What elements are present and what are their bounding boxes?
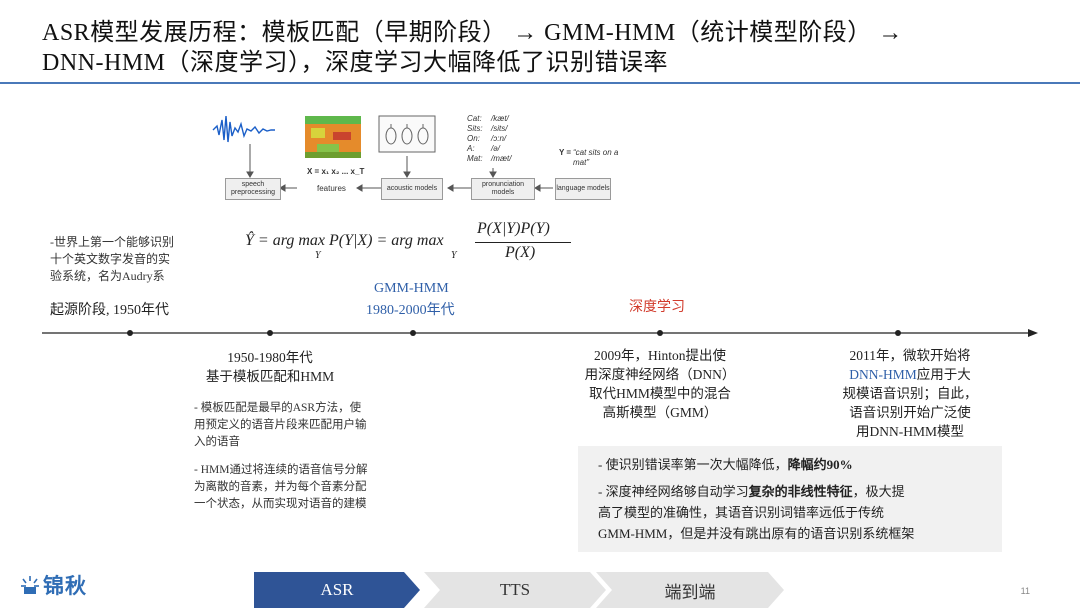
- panel-text: GMM-HMM，但是并没有跳出原有的语音识别系统框架: [598, 526, 915, 541]
- logo-text: 锦秋: [43, 574, 87, 598]
- callout-line: 2009年，Hinton提出使: [593, 348, 726, 363]
- timeline-dot: [127, 330, 133, 336]
- pron-phon: /ə/: [491, 144, 500, 153]
- chevron-shape: [596, 572, 784, 608]
- callout-1950: 1950-1980年代 基于模板匹配和HMM: [182, 348, 358, 386]
- bullet-line: - HMM通过将连续的语音信号分解: [194, 464, 368, 476]
- pipeline-arrows: [246, 144, 553, 192]
- callout-line: DNN-HMM应用于大: [822, 365, 998, 384]
- sentence-label: Y =: [559, 148, 572, 157]
- callout-line: 高斯模型（GMM）: [602, 405, 718, 420]
- bullet-template-matching: - 模板匹配是最早的ASR方法，使 用预定义的语音片段来匹配用户输 入的语音: [194, 400, 414, 451]
- bullet-line: 一个状态，从而实现对语音的建模: [194, 498, 367, 510]
- callout-text: 应用于大: [916, 367, 971, 382]
- panel-point-2: - 深度神经网络够自动学习复杂的非线性特征，极大提 高了模型的准确性，其语音识别…: [598, 481, 982, 544]
- bullet-line: 入的语音: [194, 436, 240, 448]
- panel-bold: 降幅约90%: [787, 457, 853, 472]
- title-line-2: DNN-HMM（深度学习），深度学习大幅降低了识别错误率: [42, 50, 668, 76]
- panel-text: - 使识别错误率第一次大幅降低，: [598, 457, 788, 472]
- waveform-icon: [212, 115, 275, 143]
- formula-lhs: Ŷ = arg max P(Y|X) = arg max: [245, 232, 444, 249]
- timeline-dot: [267, 330, 273, 336]
- pron-word: On:: [467, 134, 480, 143]
- bullet-line: 为离散的音素，并为每个音素分配: [194, 481, 367, 493]
- title-line-1: ASR模型发展历程：模板匹配（早期阶段） → GMM-HMM（统计模型阶段） →: [42, 20, 903, 46]
- bayes-formula: Ŷ = arg max P(Y|X) = arg max Y Y P(X|Y)P…: [245, 220, 575, 266]
- stage-gmm: GMM-HMM: [374, 281, 449, 296]
- panel-text: - 深度神经网络够自动学习: [598, 484, 749, 499]
- pipeline-graphics: [212, 115, 553, 192]
- page-number: 11: [1020, 586, 1030, 596]
- panel-bold: 复杂的非线性特征: [748, 484, 853, 499]
- bullet-line: - 模板匹配是最早的ASR方法，使: [194, 402, 362, 414]
- callout-2011: 2011年，微软开始将 DNN-HMM应用于大 规模语音识别；自此， 语音识别开…: [822, 346, 998, 441]
- nav-label: TTS: [499, 580, 531, 599]
- box-acoustic-models: acoustic models: [381, 178, 443, 200]
- callout-line: 用DNN-HMM模型: [856, 424, 964, 439]
- nav-tab-end-to-end[interactable]: 端到端: [596, 572, 784, 608]
- bullet-hmm: - HMM通过将连续的语音信号分解 为离散的音素，并为每个音素分配 一个状态，从…: [194, 462, 414, 513]
- timeline-dot: [410, 330, 416, 336]
- box-language-models: language models: [555, 178, 611, 200]
- timeline-dot: [895, 330, 901, 336]
- timeline-axis: [42, 329, 1038, 337]
- note-line: 十个英文数字发音的实: [50, 252, 171, 266]
- box-features: features: [317, 184, 346, 193]
- stage-gmm-years: 1980-2000年代: [366, 303, 455, 318]
- fraction-bar: [475, 242, 571, 243]
- pron-phon: /kæt/: [491, 114, 509, 123]
- nav-label: ASR: [320, 580, 354, 599]
- box-pronunciation-models: pronunciation models: [471, 178, 535, 200]
- callout-line: 2011年，微软开始将: [849, 348, 971, 363]
- nav-tab-tts[interactable]: TTS: [424, 572, 606, 608]
- dnn-hmm-highlight: DNN-HMM: [849, 367, 917, 382]
- chevron-shape: [424, 572, 606, 608]
- pron-phon: /mæt/: [491, 154, 512, 163]
- formula-sub-2: Y: [451, 250, 457, 261]
- asr-pipeline-diagram: speech preprocessing features X = x₁ x₂ …: [205, 110, 625, 210]
- panel-text: 高了模型的准确性，其语音识别词错率远低于传统: [598, 505, 885, 520]
- nav-tab-asr[interactable]: ASR: [254, 572, 420, 608]
- spectrogram-icon: [305, 116, 361, 158]
- chevron-shape: [254, 572, 420, 608]
- logo-mark-icon: [21, 576, 39, 594]
- bullet-line: 用预定义的语音片段来匹配用户输: [194, 419, 367, 431]
- sentence-text: “cat sits on a mat”: [573, 148, 619, 167]
- callout-line: 1950-1980年代: [227, 350, 313, 365]
- formula-sub-1: Y: [315, 250, 321, 261]
- section-nav: ASR TTS 端到端: [254, 572, 784, 608]
- brand-logo: 锦秋: [20, 570, 87, 600]
- formula-denominator: P(X): [505, 244, 536, 261]
- slide-title: ASR模型发展历程：模板匹配（早期阶段） → GMM-HMM（统计模型阶段） →…: [42, 18, 1042, 78]
- early-system-note: -世界上第一个能够识别 十个英文数字发音的实 验系统，名为Audry系: [50, 234, 174, 285]
- formula-numerator: P(X|Y)P(Y): [477, 220, 550, 237]
- callout-2009: 2009年，Hinton提出使 用深度神经网络（DNN） 取代HMM模型中的混合…: [568, 346, 752, 422]
- timeline-arrowhead-icon: [1028, 329, 1038, 337]
- stage-origin: 起源阶段, 1950年代: [50, 303, 169, 318]
- callout-line: 用深度神经网络（DNN）: [584, 367, 736, 382]
- box-speech-preprocessing: speech preprocessing: [225, 178, 281, 200]
- stage-deep-learning: 深度学习: [629, 300, 685, 315]
- callout-line: 基于模板匹配和HMM: [205, 369, 335, 384]
- pron-word: Sits:: [467, 124, 483, 133]
- callout-line: 语音识别开始广泛使: [849, 405, 971, 420]
- pron-word: Cat:: [467, 114, 482, 123]
- pron-phon: /sits/: [491, 124, 508, 133]
- title-rule: [0, 82, 1080, 84]
- features-formula: X = x₁ x₂ ... x_T: [307, 167, 365, 176]
- callout-line: 取代HMM模型中的混合: [589, 386, 731, 401]
- timeline-dot: [657, 330, 663, 336]
- nav-label: 端到端: [664, 582, 716, 602]
- panel-point-1: - 使识别错误率第一次大幅降低，降幅约90%: [598, 454, 982, 475]
- pron-word: A:: [467, 144, 475, 153]
- callout-line: 规模语音识别；自此，: [842, 386, 978, 401]
- hmm-states-icon: [378, 115, 436, 153]
- note-line: 验系统，名为Audry系: [50, 269, 165, 283]
- dnn-impact-panel: - 使识别错误率第一次大幅降低，降幅约90% - 深度神经网络够自动学习复杂的非…: [578, 446, 1002, 552]
- panel-text: ，极大提: [852, 484, 905, 499]
- pron-word: Mat:: [467, 154, 483, 163]
- pron-phon: /ɔ:n/: [491, 134, 507, 143]
- note-line: -世界上第一个能够识别: [50, 235, 174, 249]
